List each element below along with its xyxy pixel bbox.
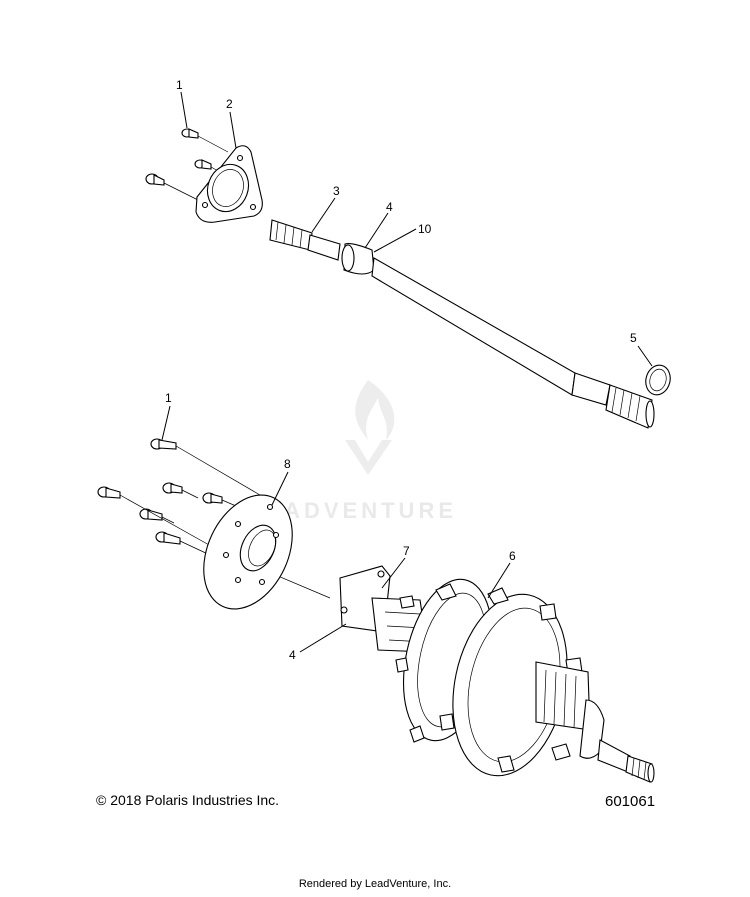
leader-3 [311,197,336,233]
bolt-lower-1 [150,438,177,450]
callout-8: 8 [284,457,291,471]
leader-1b [161,405,171,441]
o-ring [645,364,671,396]
callout-10: 10 [418,222,432,236]
leader-6 [487,562,511,599]
leader-4b [299,623,347,653]
callout-2: 2 [226,97,233,111]
leader-2 [229,111,237,149]
bearing-housing-plate [203,494,293,610]
leader-8 [271,471,289,506]
callout-5: 5 [630,331,637,345]
leader-10 [373,228,417,253]
callout-1-upper: 1 [176,78,183,92]
bolt-lower-2 [162,482,183,494]
callout-3: 3 [333,184,340,198]
callout-6: 6 [509,549,516,563]
leader-5 [637,345,653,367]
copyright-text: © 2018 Polaris Industries Inc. [96,792,280,808]
bolt-lower-3 [97,486,121,499]
bolt-lower-5 [139,508,163,521]
rendered-by-text: Rendered by LeadVenture, Inc. [298,878,452,890]
bolt-upper-1 [181,128,199,139]
bolt-upper-2 [194,159,212,170]
leader-1a [180,91,188,129]
axle-shaft [269,219,655,429]
callout-4-upper: 4 [386,200,393,214]
differential-assembly [339,565,655,783]
leader-7 [381,557,406,589]
flange-plate-upper [195,145,263,223]
callout-1-lower: 1 [165,391,172,405]
bolt-lower-4 [202,492,223,504]
bolt-lower-6 [155,531,181,545]
callout-7: 7 [403,544,410,558]
callout-4-lower: 4 [289,648,296,662]
drawing-number: 601061 [605,793,656,810]
leader-4a [364,212,389,249]
bolt-upper-3 [145,173,165,186]
